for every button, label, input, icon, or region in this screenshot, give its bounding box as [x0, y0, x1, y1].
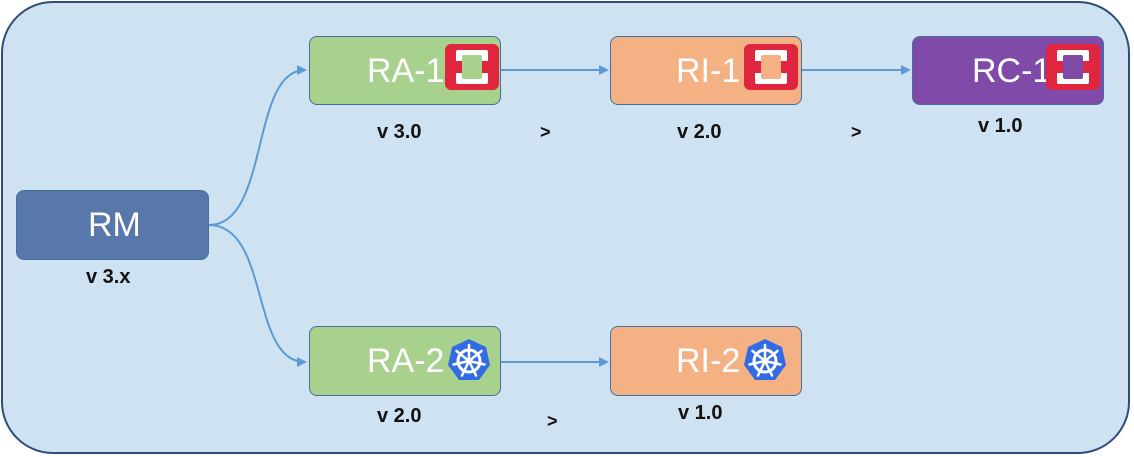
- separator-ri1-rc1: >: [851, 122, 862, 142]
- rm-version: v 3.x: [86, 266, 131, 288]
- connector-rm-ra1: [208, 65, 307, 226]
- openstack-icon: [744, 44, 798, 90]
- openstack-icon: [1046, 44, 1100, 90]
- kubernetes-icon: [744, 339, 786, 380]
- openstack-icon: [445, 44, 499, 90]
- ri2-label: RI-2: [676, 342, 741, 380]
- ri1-label: RI-1: [676, 52, 741, 90]
- ra1-version: v 3.0: [377, 121, 422, 143]
- kubernetes-icon: [448, 339, 490, 380]
- ra1-label: RA-1: [367, 52, 445, 90]
- separator-ra2-ri2: >: [547, 411, 558, 431]
- rm-node: [16, 190, 209, 260]
- ra2-version: v 2.0: [377, 405, 422, 427]
- ri1-version: v 2.0: [677, 121, 722, 143]
- connector-rm-ra2: [208, 224, 307, 367]
- ra2-label: RA-2: [367, 342, 445, 380]
- rc1-version: v 1.0: [978, 115, 1023, 137]
- ri2-version: v 1.0: [678, 402, 723, 424]
- separator-ra1-ri1: >: [540, 122, 551, 142]
- rm-label: RM: [88, 206, 141, 244]
- rc1-label: RC-1: [972, 52, 1052, 90]
